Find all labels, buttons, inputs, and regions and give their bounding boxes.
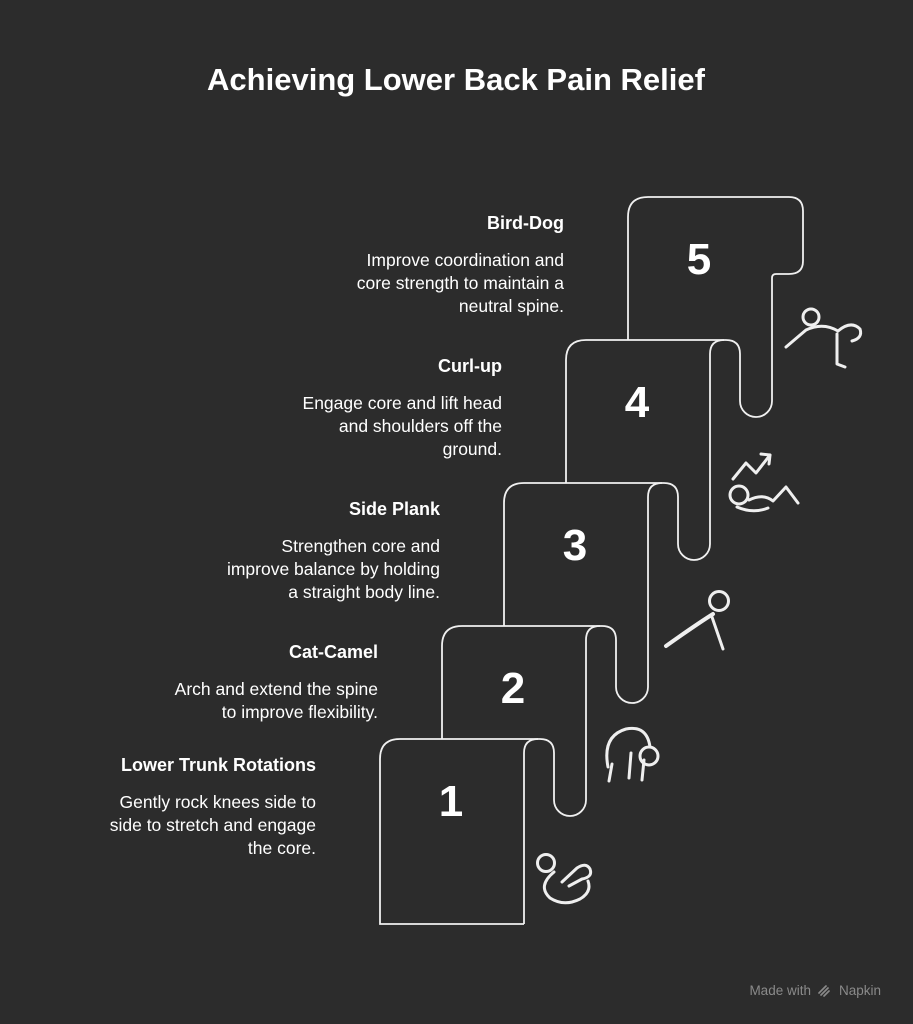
card-2-outline bbox=[441, 625, 600, 772]
step-desc-line: and shoulders off the bbox=[339, 416, 502, 436]
made-with-label: Made with bbox=[749, 982, 811, 998]
step-text-4: Curl-up Engage core and lift head and sh… bbox=[303, 356, 502, 459]
person-crunch-with-rising-arrow-icon bbox=[728, 452, 800, 513]
step-card-3: 3 bbox=[503, 482, 662, 629]
step-desc-line: side to stretch and engage bbox=[110, 815, 316, 835]
step-number-1: 1 bbox=[439, 777, 463, 826]
card-5-outline bbox=[627, 196, 804, 343]
card-4-outline bbox=[565, 339, 724, 486]
napkin-logo-icon bbox=[818, 985, 830, 997]
person-side-plank-icon bbox=[664, 590, 730, 651]
step-number-4: 4 bbox=[625, 378, 650, 427]
attribution: Made with Napkin bbox=[749, 982, 881, 998]
step-number-3: 3 bbox=[563, 521, 587, 570]
person-on-all-fours-arched-back-icon bbox=[605, 726, 660, 783]
step-number-2: 2 bbox=[501, 664, 525, 713]
card-1-body bbox=[380, 739, 538, 924]
step-desc-line: improve balance by holding bbox=[227, 559, 440, 579]
scroll-ribbon-path bbox=[523, 278, 773, 924]
step-desc-line: Gently rock knees side to bbox=[120, 792, 316, 812]
step-desc-line: ground. bbox=[443, 439, 502, 459]
step-title: Lower Trunk Rotations bbox=[121, 755, 316, 775]
step-text-3: Side Plank Strengthen core and improve b… bbox=[227, 499, 441, 602]
step-desc-line: Arch and extend the spine bbox=[175, 679, 378, 699]
card-5-body bbox=[628, 197, 786, 343]
step-title: Curl-up bbox=[438, 356, 502, 376]
step-title: Side Plank bbox=[349, 499, 441, 519]
step-desc-line: Strengthen core and bbox=[281, 536, 440, 556]
step-card-4: 4 bbox=[565, 339, 724, 486]
step-desc-line: to improve flexibility. bbox=[222, 702, 378, 722]
person-lying-knees-tucked-icon bbox=[536, 853, 593, 905]
card-3-outline bbox=[503, 482, 662, 629]
person-bird-dog-pose-icon bbox=[784, 307, 863, 369]
step-text-1: Lower Trunk Rotations Gently rock knees … bbox=[110, 755, 316, 858]
step-text-5: Bird-Dog Improve coordination and core s… bbox=[357, 213, 564, 316]
card-2-body bbox=[442, 626, 600, 772]
step-title: Bird-Dog bbox=[487, 213, 564, 233]
step-desc-line: Engage core and lift head bbox=[303, 393, 502, 413]
page-title: Achieving Lower Back Pain Relief bbox=[207, 62, 706, 97]
step-desc-line: a straight body line. bbox=[288, 582, 440, 602]
step-number-5: 5 bbox=[687, 235, 711, 284]
step-desc-line: neutral spine. bbox=[459, 296, 564, 316]
step-desc-line: core strength to maintain a bbox=[357, 273, 564, 293]
step-title: Cat-Camel bbox=[289, 642, 378, 662]
step-text-2: Cat-Camel Arch and extend the spine to i… bbox=[175, 642, 378, 722]
step-desc-line: Improve coordination and bbox=[367, 250, 564, 270]
step-card-5: 5 bbox=[627, 196, 804, 343]
step-card-2: 2 bbox=[441, 625, 600, 772]
card-1-outline bbox=[379, 738, 538, 925]
card-3-body bbox=[504, 483, 662, 629]
step-card-1: 1 bbox=[379, 738, 538, 925]
card-4-body bbox=[566, 340, 724, 486]
step-desc-line: the core. bbox=[248, 838, 316, 858]
brand-label: Napkin bbox=[838, 982, 881, 998]
